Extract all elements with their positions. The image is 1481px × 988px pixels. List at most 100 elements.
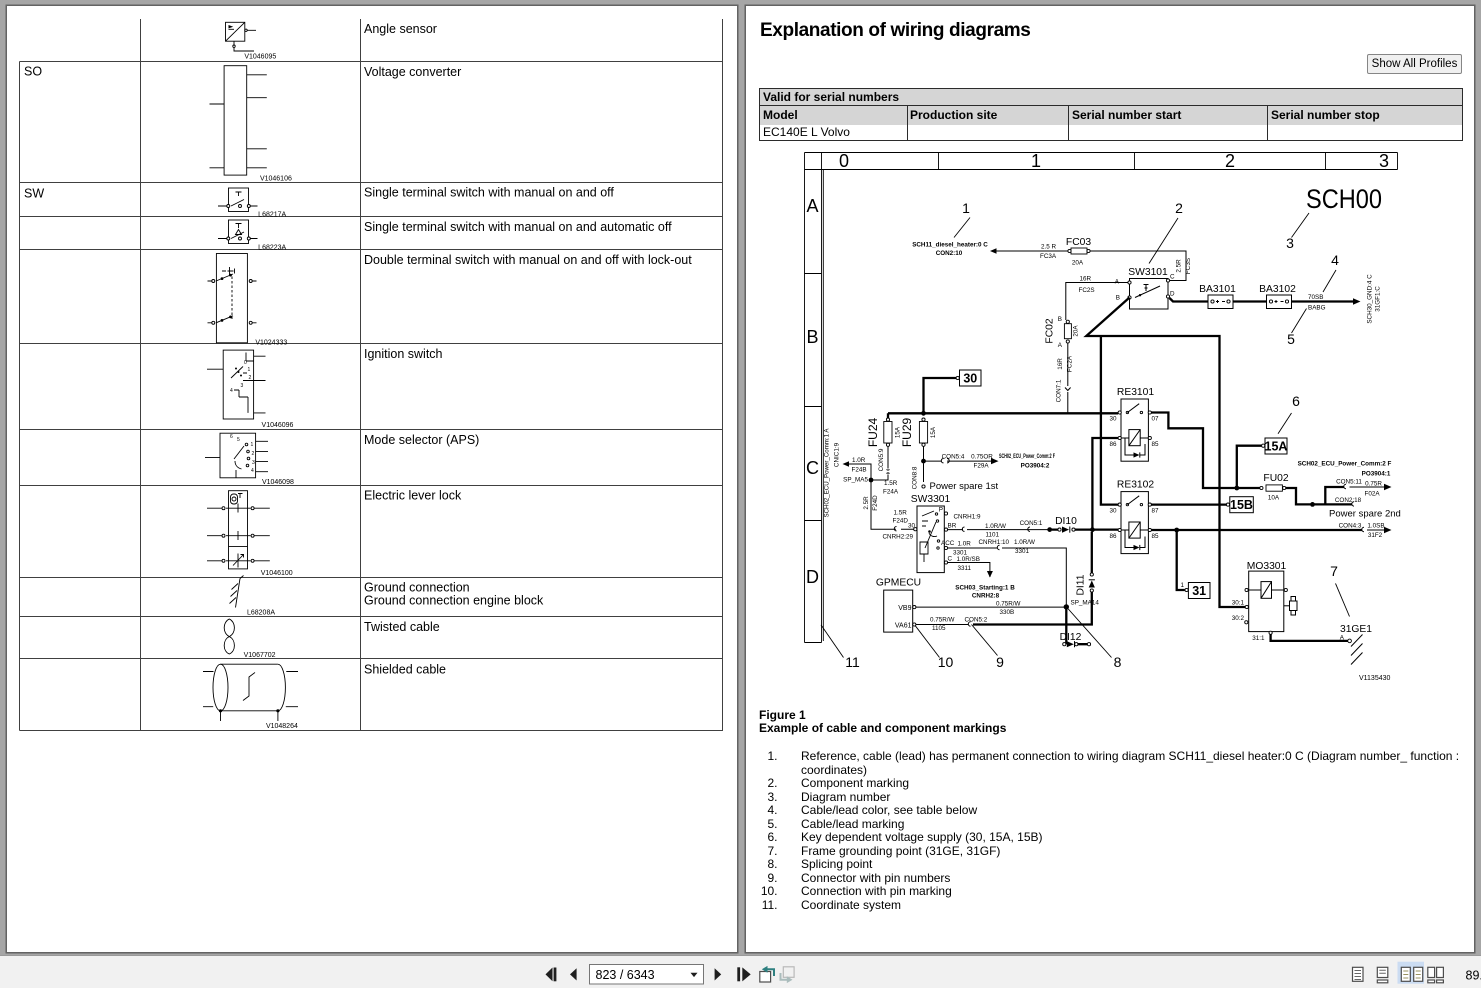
svg-text:BA3102: BA3102 [1259,284,1296,295]
svg-text:3311: 3311 [958,565,972,572]
svg-text:FU24: FU24 [866,418,880,448]
svg-text:Ignition switch: Ignition switch [364,347,443,361]
svg-text:30:2: 30:2 [1232,615,1245,622]
svg-text:CNRH2:8: CNRH2:8 [972,593,1000,600]
svg-text:V1048264: V1048264 [266,723,298,730]
svg-text:1: 1 [251,442,254,448]
svg-text:V1046106: V1046106 [260,176,292,183]
svg-text:FC2S: FC2S [1079,287,1095,294]
svg-text:B: B [806,327,818,347]
svg-text:16R: 16R [1057,358,1064,370]
svg-text:1: 1 [1031,151,1041,171]
svg-text:2: 2 [1225,151,1235,171]
svg-text:PO3904:1: PO3904:1 [1362,471,1391,478]
svg-text:SCH02_ECU_Power_Comm:1 A: SCH02_ECU_Power_Comm:1 A [824,428,831,518]
svg-text:1.0SB: 1.0SB [1367,523,1384,530]
svg-text:Voltage converter: Voltage converter [364,65,461,79]
svg-text:6: 6 [1292,393,1300,409]
svg-text:SCH02_ECU_Power_Comm:2 F: SCH02_ECU_Power_Comm:2 F [1298,461,1392,468]
svg-text:15A: 15A [930,426,937,438]
svg-text:D: D [1170,291,1175,298]
svg-text:V1024333: V1024333 [255,340,287,347]
svg-text:6: 6 [230,434,233,440]
svg-text:F02A: F02A [1364,491,1380,498]
svg-text:ACC: ACC [941,540,955,547]
svg-text:0.75OR: 0.75OR [971,454,993,461]
svg-text:1.0R/W: 1.0R/W [1014,539,1035,546]
svg-text:31:1: 31:1 [1252,635,1265,642]
svg-text:BR: BR [948,523,957,530]
svg-text:CON2:10: CON2:10 [936,250,963,257]
svg-text:30: 30 [1109,416,1117,423]
svg-text:P: P [939,507,943,514]
svg-text:RE3101: RE3101 [1117,387,1154,398]
svg-text:DI10: DI10 [1055,516,1077,527]
svg-text:1: 1 [248,367,251,373]
svg-text:330B: 330B [1000,609,1015,616]
svg-text:L68208A: L68208A [247,610,275,617]
svg-text:A: A [806,196,818,216]
svg-text:SO: SO [24,65,42,79]
svg-text:FU29: FU29 [900,418,914,448]
svg-text:V1046095: V1046095 [244,53,276,60]
svg-text:BA3101: BA3101 [1199,284,1236,295]
svg-text:31GF1:C: 31GF1:C [1375,286,1382,312]
svg-text:3: 3 [1286,235,1294,251]
svg-text:0.75R/W: 0.75R/W [930,617,955,624]
svg-text:11: 11 [845,654,860,670]
svg-text:SP_MA14: SP_MA14 [1071,600,1100,607]
svg-text:CON5:2: CON5:2 [965,617,988,624]
svg-text:1: 1 [1180,582,1184,589]
svg-text:31GE1: 31GE1 [1340,624,1372,635]
svg-text:Shielded cable: Shielded cable [364,663,446,677]
svg-text:CON5:4: CON5:4 [942,454,965,461]
svg-text:89.: 89. [1466,968,1481,982]
svg-text:V1135430: V1135430 [1359,675,1391,682]
svg-text:SCH11_diesel_heater:0 C: SCH11_diesel_heater:0 C [912,242,988,249]
svg-text:SCH02_ECU_Power_Comm:2 F: SCH02_ECU_Power_Comm:2 F [999,453,1055,460]
svg-text:B: B [1058,316,1062,323]
svg-text:FC3A: FC3A [1040,253,1057,260]
svg-text:15B: 15B [1230,498,1253,512]
svg-text:86: 86 [1109,441,1117,448]
svg-text:C: C [806,458,819,478]
svg-text:85: 85 [1152,441,1160,448]
svg-text:FC2A: FC2A [1067,355,1074,372]
svg-text:C: C [1170,274,1175,281]
svg-text:SCH30_GND:4 C: SCH30_GND:4 C [1367,274,1374,324]
svg-text:2: 2 [252,451,255,457]
svg-text:Mode selector (APS): Mode selector (APS) [364,433,479,447]
svg-text:F24B: F24B [852,467,867,474]
svg-text:2.5R: 2.5R [1176,259,1183,273]
svg-text:0.75R/W: 0.75R/W [996,601,1021,608]
svg-text:D: D [806,567,819,587]
svg-text:CON7:1: CON7:1 [1056,379,1063,402]
svg-text:0.75R: 0.75R [1365,481,1382,488]
svg-text:85: 85 [1152,533,1160,540]
svg-text:07: 07 [1152,416,1160,423]
svg-text:Double terminal switch with ma: Double terminal switch with manual on an… [364,253,692,267]
svg-text:1.0R: 1.0R [958,541,972,548]
svg-text:SCH00: SCH00 [1306,184,1382,214]
svg-text:0: 0 [839,151,849,171]
svg-text:8: 8 [1114,654,1122,670]
svg-text:Twisted cable: Twisted cable [364,620,440,634]
svg-text:2: 2 [249,375,252,381]
svg-text:0: 0 [244,360,247,366]
svg-text:1.5R: 1.5R [884,480,898,487]
svg-text:30: 30 [1109,508,1117,515]
svg-text:20A: 20A [1073,325,1080,337]
svg-text:F29A: F29A [973,463,989,470]
svg-text:Ground connection engine block: Ground connection engine block [364,594,544,608]
svg-text:30: 30 [963,372,977,386]
svg-text:C: C [948,556,953,563]
svg-text:DI12: DI12 [1060,632,1082,643]
svg-text:MO3301: MO3301 [1247,561,1287,572]
svg-text:CNRH1:10: CNRH1:10 [979,539,1010,546]
svg-text:15A: 15A [1265,440,1288,454]
svg-text:2.5R: 2.5R [863,496,870,510]
svg-text:1.0R/W: 1.0R/W [985,523,1006,530]
svg-text:10: 10 [938,654,954,670]
svg-text:CON4:3: CON4:3 [1339,523,1362,530]
svg-text:VB9: VB9 [898,605,911,612]
